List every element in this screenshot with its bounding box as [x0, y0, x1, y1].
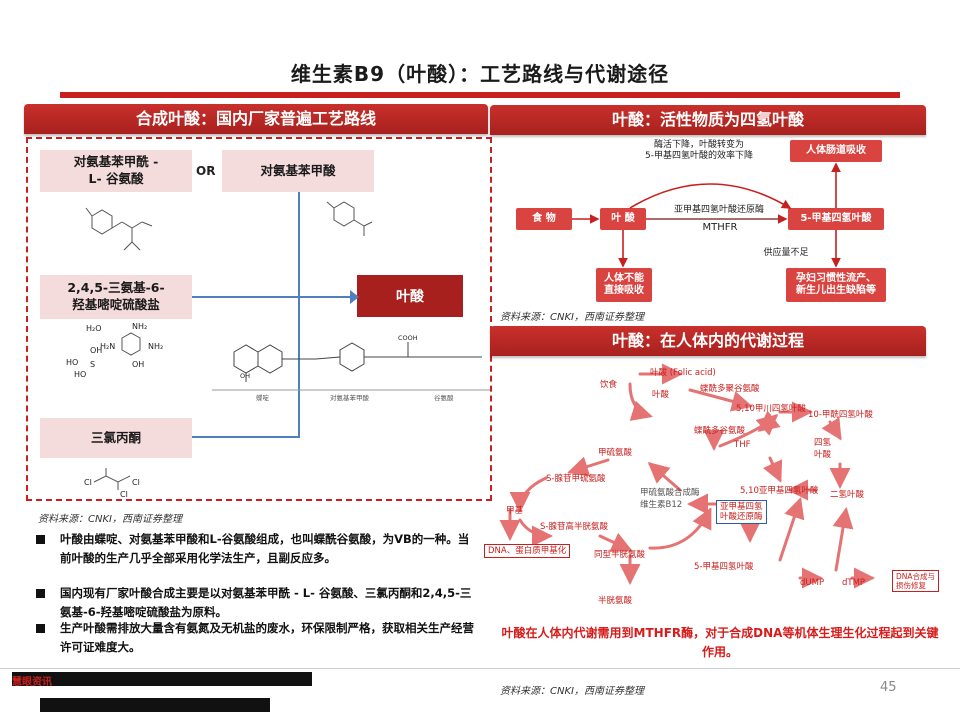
- meta-polyglu2: 蝶酰多谷氨酸: [694, 426, 746, 436]
- meta-ms: 甲硫氨酸合成酶 维生素B12: [640, 488, 700, 510]
- mol-label-oh-a: OH: [90, 346, 103, 355]
- food-box: 食 物: [516, 208, 572, 230]
- raw-material-box-4: 三氯丙酮: [40, 418, 192, 458]
- enzyme-name: 亚甲基四氢叶酸还原酶: [673, 205, 764, 215]
- connector-to-product: [298, 296, 354, 298]
- right-top-arrows-icon: [572, 162, 841, 268]
- segment-label-paba: 对氨基苯甲酸: [330, 394, 369, 402]
- bullet-2: 国内现有厂家叶酸合成主要是以对氨基苯甲酰 - L- 谷氨酸、三氯丙酮和2,4,5…: [36, 584, 476, 622]
- page-title: 维生素B9（叶酸）：工艺路线与代谢途径: [290, 62, 670, 86]
- mthfr-label: MTHFR: [702, 222, 738, 233]
- raw-material-box-3: 2,4,5-三氨基-6- 羟基嘧啶硫酸盐: [40, 275, 192, 319]
- bullet-3-text: 生产叶酸需排放大量含有氨氮及无机盐的废水，环保限制严格，获取相关生产经营许可证难…: [60, 621, 474, 654]
- meta-formyl10: 10-甲酰四氢叶酸: [808, 410, 873, 420]
- meta-met: 甲硫氨酸: [598, 448, 633, 458]
- bullet-1: 叶酸由蝶啶、对氨基苯甲酸和L-谷氨酸组成，也叫蝶酰谷氨酸，为VB的一种。当前叶酸…: [36, 530, 476, 568]
- meta-polyglu: 蝶酰多聚谷氨酸: [700, 384, 760, 394]
- meta-dhf-short: 四氢 叶酸: [814, 438, 832, 460]
- no-absorb-box: 人体不能 直接吸收: [596, 268, 652, 302]
- right-top-banner: 叶酸：活性物质为四氢叶酸: [490, 105, 926, 135]
- mol-label-nh2-a: NH₂: [132, 322, 148, 331]
- redaction-bar-2: [40, 698, 270, 712]
- right-bottom-banner: 叶酸：在人体内的代谢过程: [490, 326, 926, 356]
- mol-label-oh-b: OH: [132, 360, 145, 369]
- folic-box-small: 叶 酸: [600, 208, 646, 230]
- mol-label-cl3: Cl: [120, 490, 128, 499]
- bullet-square-icon: [36, 535, 45, 544]
- molecule-1-icon: [85, 207, 153, 251]
- watermark-tag: 慧眼资讯: [12, 677, 52, 688]
- bullet-2-text: 国内现有厂家叶酸合成主要是以对氨基苯甲酰 - L- 谷氨酸、三氯丙酮和2,4,5…: [60, 586, 472, 619]
- meta-hcy: 同型半胱氨酸: [594, 550, 646, 560]
- connector-vertical: [298, 192, 300, 438]
- mol-label-ho-b: HO: [74, 370, 87, 379]
- or-label: OR: [196, 164, 216, 178]
- mol-label-s: S: [90, 360, 96, 369]
- connector-middle: [192, 296, 298, 298]
- bullet-3: 生产叶酸需排放大量含有氨氮及无机盐的废水，环保限制严格，获取相关生产经营许可证难…: [36, 619, 476, 657]
- supply-label: 供应量不足: [763, 248, 809, 258]
- mol-label-cooh: COOH: [398, 334, 418, 342]
- metabolism-arrows-icon: [499, 363, 875, 589]
- segment-label-pteridine: 蝶啶: [256, 394, 269, 402]
- folic-acid-product-box: 叶酸: [357, 275, 463, 317]
- molecule-4-icon: [93, 468, 131, 490]
- meta-dtmp: dTMP: [842, 578, 866, 588]
- connector-bottom: [192, 436, 300, 438]
- deficiency-box: 孕妇习惯性流产、 新生儿出生缺陷等: [786, 268, 886, 302]
- mol-label-h2n: H₂N: [100, 342, 116, 351]
- segment-label-glutamate: 谷氨酸: [434, 394, 454, 402]
- meta-sah: S-腺苷高半胱氨酸: [540, 522, 608, 532]
- conclusion-text: 叶酸在人体内代谢需用到MTHFR酶，对于合成DNA等机体生理生化过程起到关键作用…: [501, 626, 939, 659]
- meta-methylene: 5,10亚甲基四氢叶酸: [740, 486, 819, 496]
- meta-mthfr-box: 亚甲基四氢 叶酸还原酶: [716, 500, 767, 525]
- thf-box: 5-甲基四氢叶酸: [788, 208, 884, 230]
- right-top-source-note: 资料来源：CNKI，西南证券整理: [500, 312, 644, 323]
- mol-label-ho: HO: [66, 358, 79, 367]
- left-section-banner: 合成叶酸：国内厂家普遍工艺路线: [24, 104, 488, 134]
- mol-label-oh-c: OH: [240, 372, 251, 380]
- meta-dump: dUMP: [800, 578, 825, 588]
- title-underline: [60, 92, 900, 98]
- meta-cys: 半胱氨酸: [598, 596, 633, 606]
- meta-sam: S-腺苷甲硫氨酸: [546, 474, 606, 484]
- mol-label-nh2-b: NH₂: [148, 342, 164, 351]
- bullet-1-text: 叶酸由蝶啶、对氨基苯甲酸和L-谷氨酸组成，也叫蝶酰谷氨酸，为VB的一种。当前叶酸…: [60, 532, 470, 565]
- folic-acid-structure-icon: [212, 342, 490, 391]
- intestine-box: 人体肠道吸收: [790, 140, 882, 162]
- molecule-2-icon: [326, 201, 373, 236]
- page-number: 45: [880, 680, 897, 695]
- synthesis-panel: [26, 137, 492, 501]
- mol-label-cl1: Cl: [84, 478, 92, 487]
- redaction-bar-1: [12, 672, 312, 686]
- meta-methyl: 甲基: [506, 506, 524, 516]
- raw-material-box-1: 对氨基苯甲酰 - L- 谷氨酸: [40, 150, 192, 192]
- mol-label-h2o: H₂O: [86, 324, 102, 333]
- arrow-to-product-icon: [350, 290, 359, 304]
- mol-label-cl2: Cl: [132, 478, 140, 487]
- meta-mthf5: 5-甲基四氢叶酸: [694, 562, 754, 572]
- meta-folic: 叶酸: [652, 390, 670, 400]
- meta-diet: 饮食: [600, 380, 618, 390]
- meta-mthf510: 5,10甲川四氢叶酸: [736, 404, 806, 414]
- meta-dna-repair: DNA合成与 损伤修复: [892, 570, 940, 592]
- raw-material-box-2: 对氨基苯甲酸: [222, 150, 374, 192]
- meta-dhf: 二氢叶酸: [830, 490, 865, 500]
- right-bottom-source-note: 资料来源：CNKI，西南证券整理: [500, 686, 644, 697]
- footer-divider: [0, 668, 960, 669]
- enzyme-note: 酶活下降，叶酸转变为 5-甲基四氢叶酸的效率下降: [645, 140, 753, 162]
- meta-thf: THF: [734, 440, 751, 450]
- bullet-square-icon: [36, 589, 45, 598]
- molecule-3-icon: [121, 332, 141, 356]
- bullet-square-icon: [36, 624, 45, 633]
- meta-folic-acid: 叶酸 (Folic acid): [650, 368, 716, 378]
- left-source-note: 资料来源：CNKI，西南证券整理: [38, 514, 182, 525]
- meta-dna-methyl: DNA、蛋白质甲基化: [484, 544, 571, 559]
